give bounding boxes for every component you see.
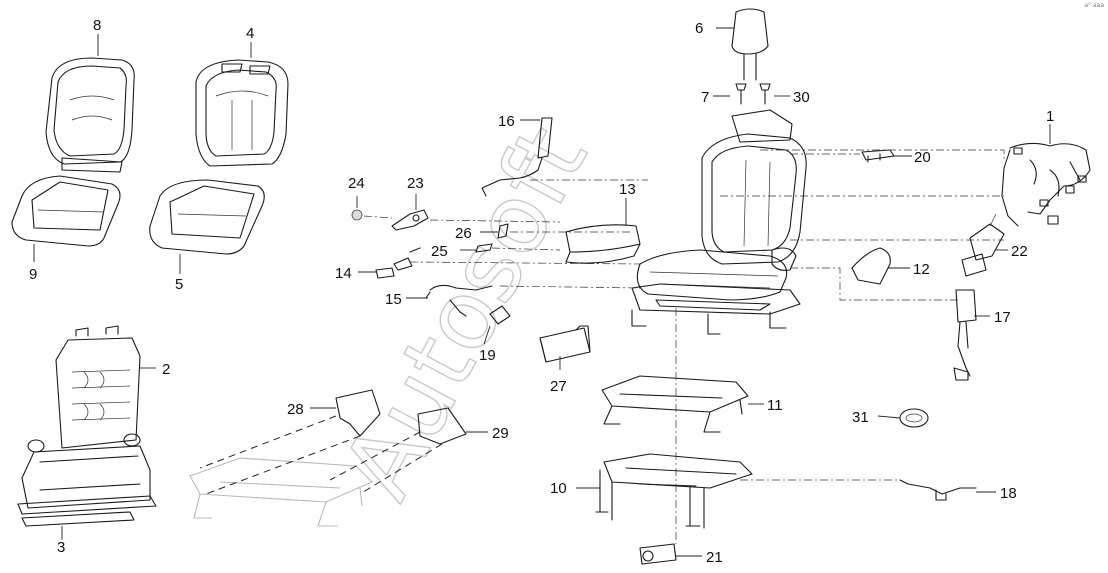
control-module bbox=[539, 325, 591, 363]
callout-16: 16 bbox=[498, 113, 515, 130]
callout-10: 10 bbox=[550, 480, 567, 497]
seat-assembly bbox=[565, 8, 807, 335]
callout-7: 7 bbox=[701, 89, 709, 106]
callout-22: 22 bbox=[1011, 243, 1028, 260]
wiring-harness bbox=[1001, 142, 1091, 227]
seat-motor bbox=[961, 213, 1005, 277]
seat-frame bbox=[17, 325, 157, 527]
corner-mark: a° aaa bbox=[1084, 2, 1104, 9]
callout-3: 3 bbox=[57, 539, 65, 556]
ghost-cushion-pan bbox=[189, 457, 373, 527]
reference-lines bbox=[199, 149, 1005, 544]
callout-26: 26 bbox=[455, 225, 472, 242]
callout-21: 21 bbox=[706, 549, 723, 566]
lumbar-cable bbox=[481, 117, 553, 197]
callout-18: 18 bbox=[1000, 485, 1017, 502]
callout-20: 20 bbox=[914, 149, 931, 166]
callout-4: 4 bbox=[246, 25, 254, 42]
cushion-pan bbox=[601, 375, 749, 433]
callout-23: 23 bbox=[407, 175, 424, 192]
callout-31: 31 bbox=[852, 409, 869, 426]
plug-24 bbox=[351, 209, 363, 221]
callout-6: 6 bbox=[695, 20, 703, 37]
callout-9: 9 bbox=[29, 266, 37, 283]
callout-5: 5 bbox=[175, 276, 183, 293]
bracket-14 bbox=[375, 247, 421, 279]
callout-28: 28 bbox=[287, 401, 304, 418]
backrest-trim bbox=[195, 59, 289, 167]
callout-12: 12 bbox=[913, 261, 930, 278]
grommet-31 bbox=[899, 408, 929, 428]
clips-25-26 bbox=[475, 223, 509, 253]
leader-lines bbox=[33, 27, 1051, 557]
cushion-trim bbox=[149, 179, 265, 255]
callout-24: 24 bbox=[348, 175, 365, 192]
callout-30: 30 bbox=[793, 89, 810, 106]
svg-text:Autosoft: Autosoft bbox=[321, 109, 608, 516]
lever-23 bbox=[391, 209, 429, 231]
side-trim bbox=[851, 247, 891, 285]
callout-11: 11 bbox=[767, 397, 783, 414]
callout-29: 29 bbox=[492, 425, 509, 442]
callout-27: 27 bbox=[550, 378, 567, 395]
cushion-cover bbox=[11, 175, 121, 247]
callout-8: 8 bbox=[93, 17, 101, 34]
callout-13: 13 bbox=[619, 181, 636, 198]
backrest-cover bbox=[45, 57, 135, 173]
callout-17: 17 bbox=[994, 309, 1011, 326]
callout-labels: 1 2 3 4 5 6 7 8 9 10 11 12 13 14 15 16 1… bbox=[29, 17, 1054, 566]
clip-20 bbox=[861, 149, 895, 163]
screws-7-30 bbox=[735, 83, 771, 105]
cable-15 bbox=[425, 284, 493, 317]
callout-19: 19 bbox=[479, 347, 496, 364]
callout-1: 1 bbox=[1046, 108, 1054, 125]
seat-belt-buckle bbox=[953, 289, 977, 381]
callout-15: 15 bbox=[385, 291, 402, 308]
plug-19 bbox=[489, 305, 511, 325]
track-motor bbox=[639, 543, 677, 565]
callout-2: 2 bbox=[162, 361, 170, 378]
callout-25: 25 bbox=[431, 243, 448, 260]
watermark: Autosoft bbox=[321, 108, 610, 516]
seat-track bbox=[595, 453, 753, 529]
callout-14: 14 bbox=[335, 265, 352, 282]
cable-18 bbox=[899, 479, 977, 501]
